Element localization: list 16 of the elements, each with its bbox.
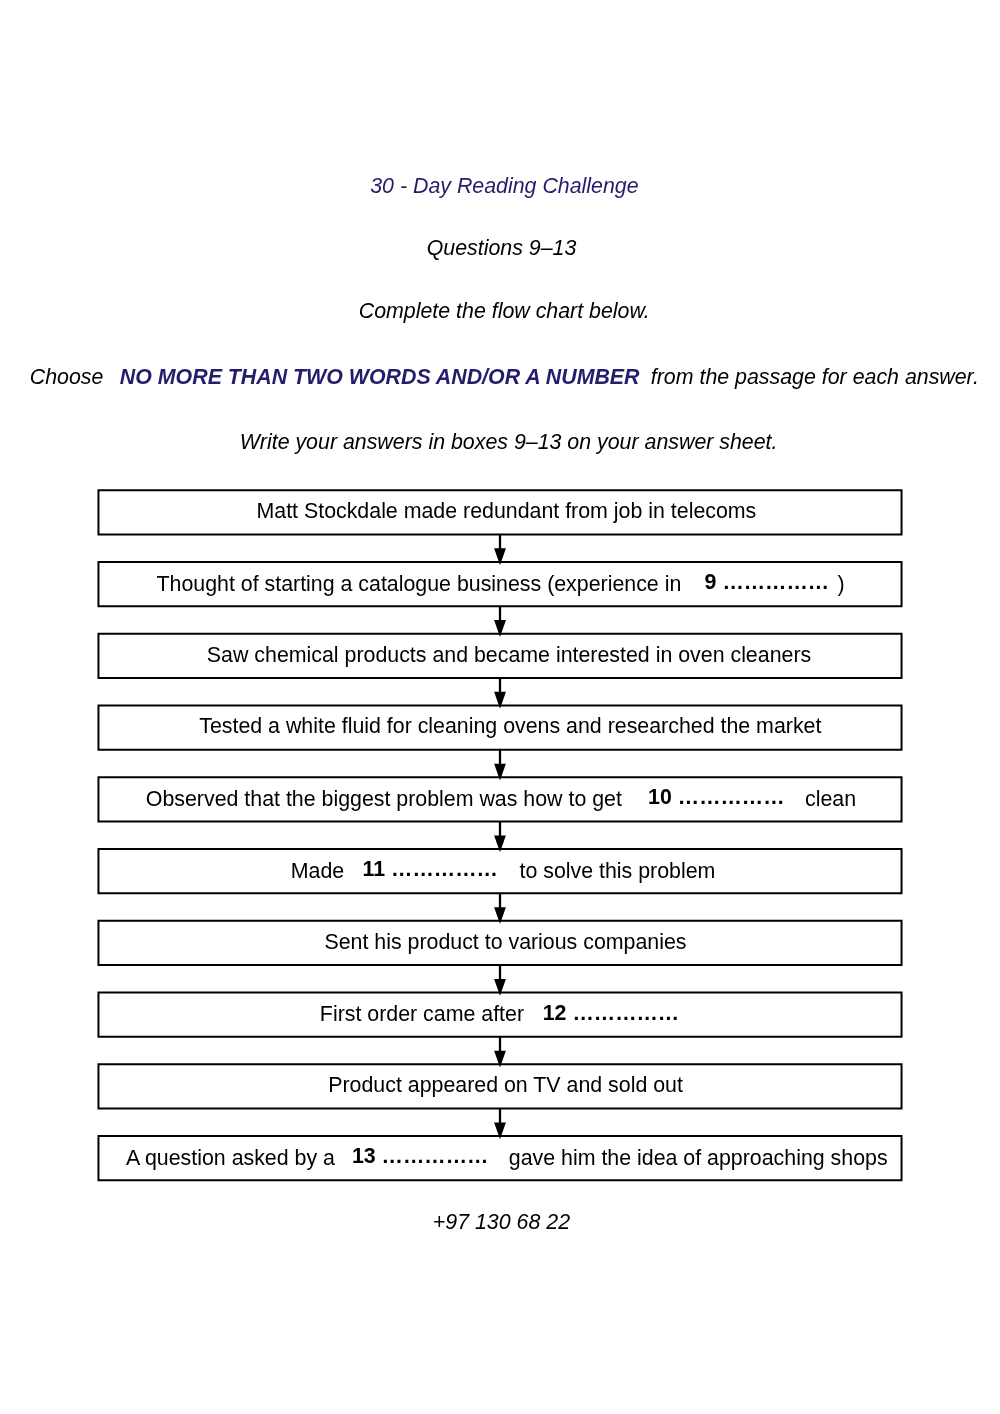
- label: Complete the flow chart below.: [358, 298, 650, 323]
- label: Write your answers in boxes 9–13 on your answer sheet.: [239, 430, 778, 455]
- label: Choose NO MORE THAN TWO WORDS AND/OR A NUMBER from the passage for each answer.: [29, 365, 979, 390]
- node-box: Tested a white fluid for cleaning ovens and researched the market: [97, 704, 903, 751]
- label: Questions 9–13: [426, 236, 577, 261]
- label: +97 130 68 22: [432, 1210, 571, 1235]
- node-box: Product appeared on TV and sold out: [97, 1063, 903, 1110]
- node-box: Thought of starting a catalogue business (experience in 9 ……………): [97, 560, 903, 608]
- node-box: Matt Stockdale made redundant from job in telecoms: [97, 489, 903, 536]
- node-box: Observed that the biggest problem was how to get 10 …………… clean: [97, 776, 903, 823]
- node-box: Saw chemical products and became interested in oven cleaners: [97, 632, 903, 679]
- node-box: First order came after 12 ……………: [97, 991, 903, 1038]
- node-box: Made 11 …………… to solve this problem: [97, 848, 903, 895]
- label: 30 - Day Reading Challenge: [370, 173, 639, 198]
- node-box: A question asked by a 13 …………… gave him the idea of approaching shops: [97, 1135, 903, 1182]
- node-box: Sent his product to various companies: [97, 919, 903, 966]
